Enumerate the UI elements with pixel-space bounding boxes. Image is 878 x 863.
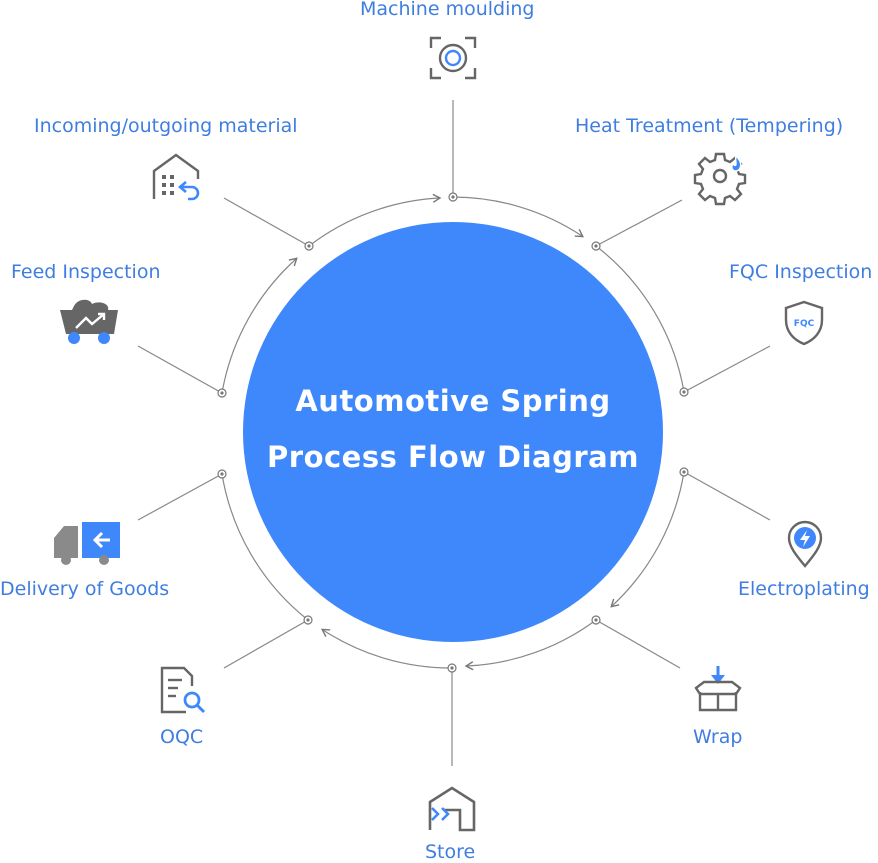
- fqc-shield-icon: FQC: [784, 300, 824, 346]
- step-label-incoming-outgoing: Incoming/outgoing material: [34, 115, 298, 137]
- mine-cart-icon: [60, 299, 118, 344]
- step-label-feed-inspection: Feed Inspection: [11, 261, 161, 283]
- step-label-store: Store: [425, 841, 476, 863]
- document-search-icon: [160, 666, 206, 714]
- electroplating-pin-icon: [787, 520, 823, 568]
- machine-moulding-icon: [429, 36, 477, 80]
- step-label-oqc: OQC: [160, 726, 204, 748]
- building-return-icon: [152, 153, 200, 201]
- connector-lines: [137, 100, 771, 766]
- step-label-machine-moulding: Machine moulding: [360, 0, 535, 20]
- diagram-title-line2: Process Flow Diagram: [267, 440, 639, 474]
- step-label-wrap: Wrap: [693, 726, 743, 748]
- box-wrap-icon: [694, 666, 742, 712]
- diagram-title-line1: Automotive Spring: [295, 384, 611, 418]
- center-circle: [243, 222, 663, 642]
- gear-flame-icon: [693, 152, 747, 206]
- step-label-electroplating: Electroplating: [738, 578, 870, 600]
- step-label-heat-treatment: Heat Treatment (Tempering): [575, 115, 844, 137]
- step-label-fqc-inspection: FQC Inspection: [729, 261, 873, 283]
- svg-text:FQC: FQC: [794, 319, 815, 329]
- delivery-truck-icon: [54, 522, 120, 565]
- flow-ring: [221, 193, 685, 671]
- store-warehouse-icon: [428, 786, 476, 832]
- step-label-delivery: Delivery of Goods: [0, 578, 170, 600]
